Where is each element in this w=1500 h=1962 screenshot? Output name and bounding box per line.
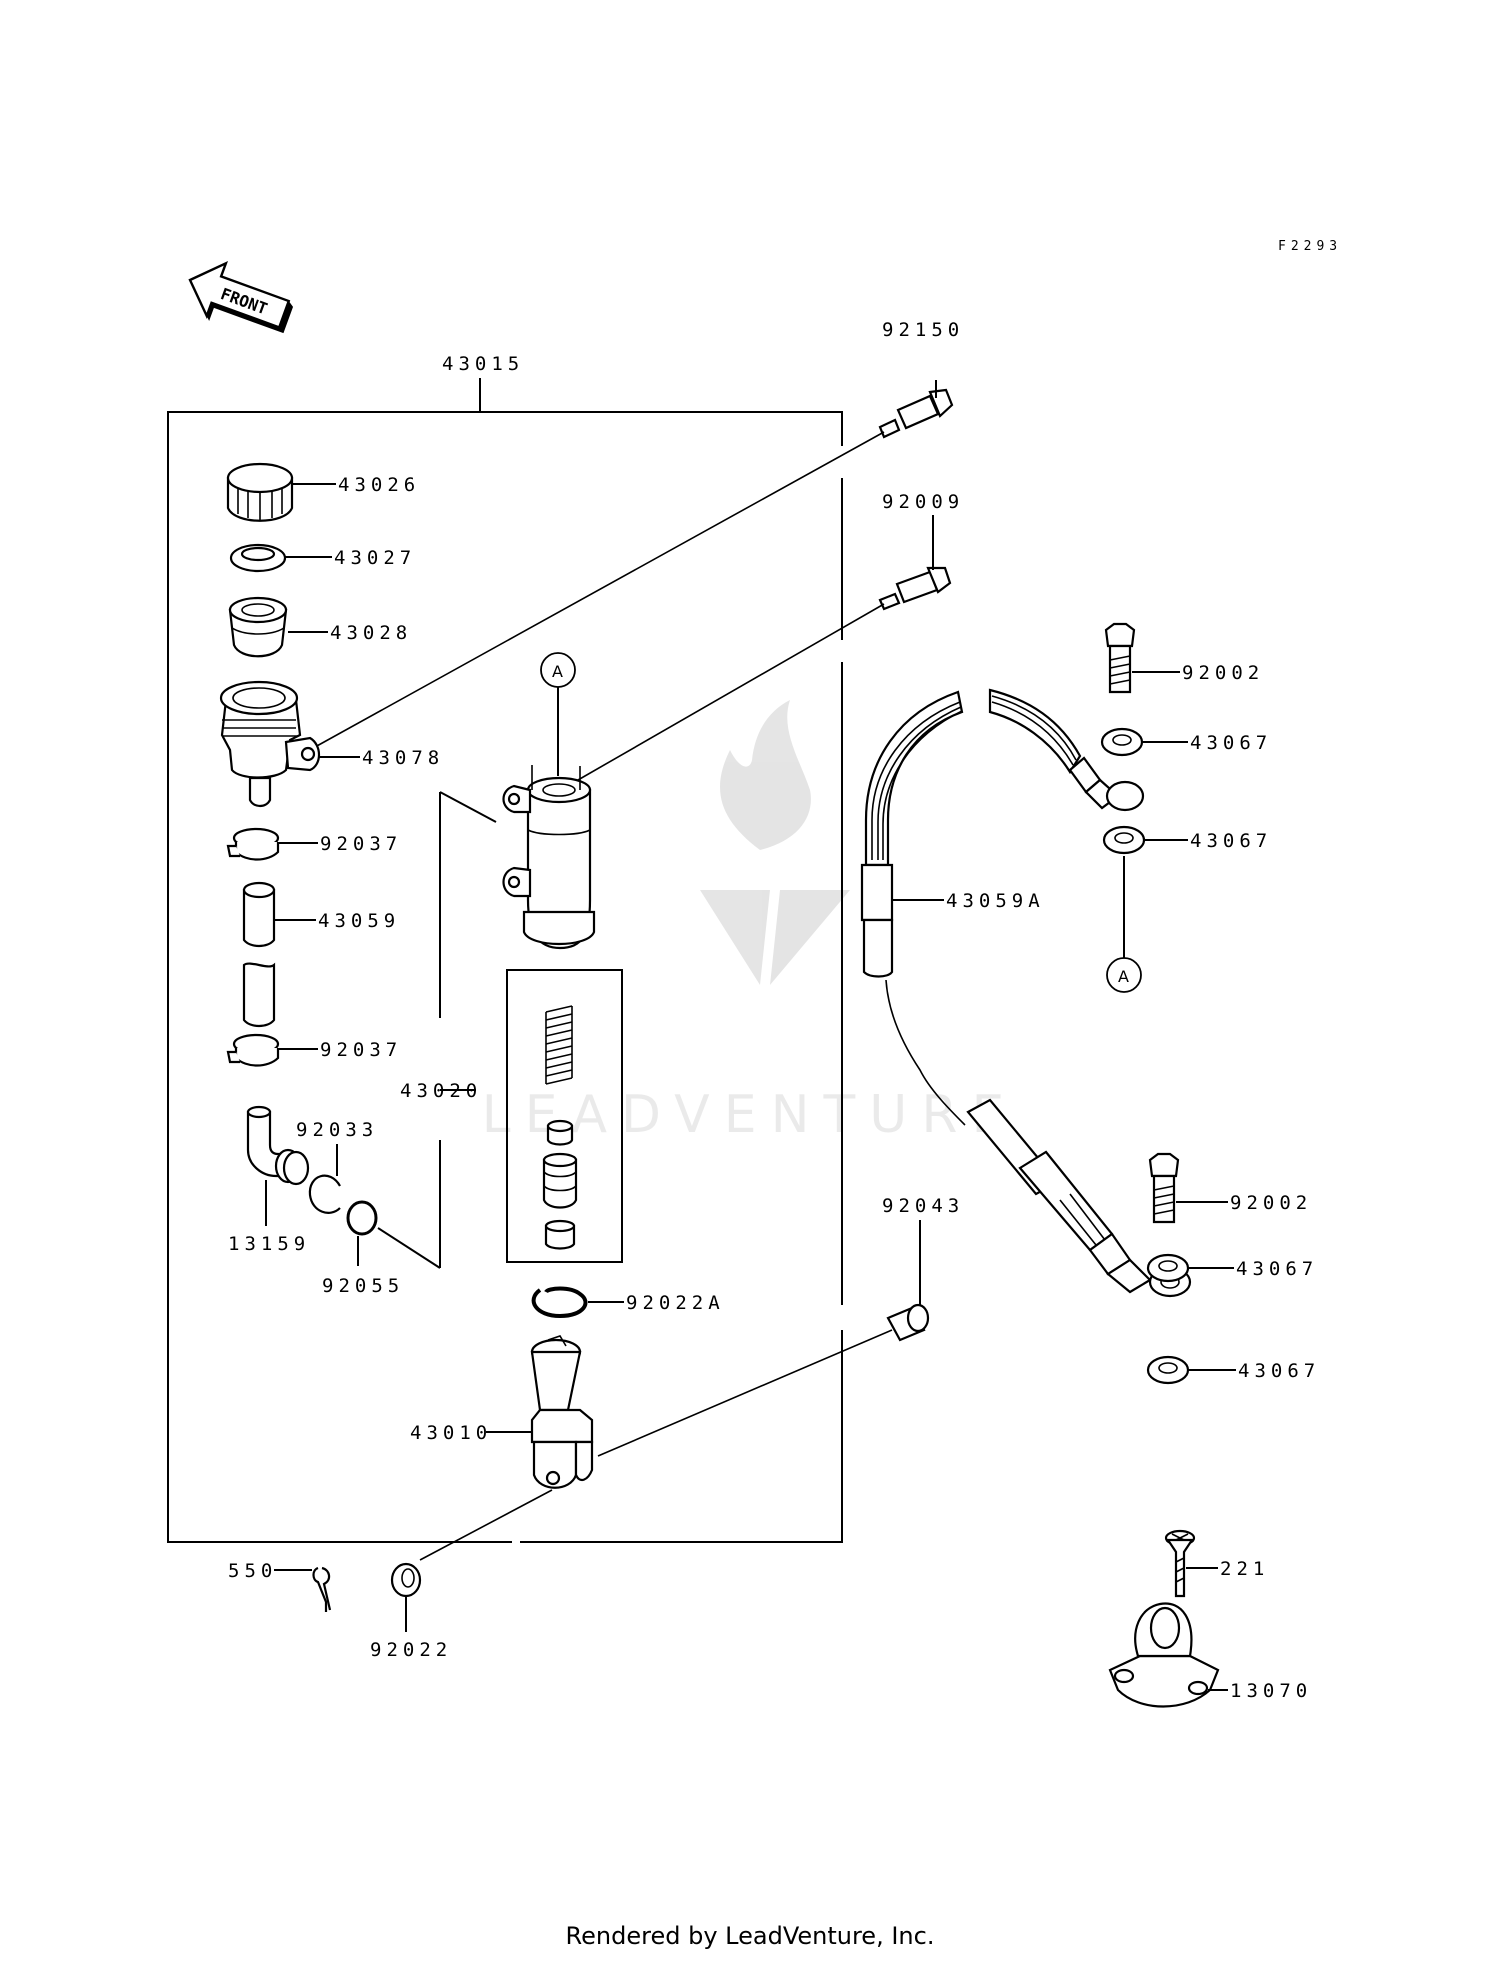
- svg-text:A: A: [552, 662, 563, 681]
- circlip-92033: [308, 1174, 341, 1214]
- reservoir-43078: [219, 680, 321, 808]
- part-label-13159: 13159: [228, 1233, 310, 1255]
- part-label-92055: 92055: [322, 1275, 404, 1297]
- part-label-92043: 92043: [882, 1195, 964, 1217]
- clevis-pin-92043: [886, 1303, 930, 1342]
- part-label-92009: 92009: [882, 491, 964, 513]
- guide-13070: [1108, 1602, 1220, 1708]
- bolt-92009: [878, 566, 952, 611]
- part-label-550: 550: [228, 1560, 277, 1582]
- diaphragm-43028: [228, 596, 288, 658]
- part-label-43067-b: 43067: [1190, 830, 1272, 852]
- washer-43067-a: [1100, 727, 1144, 757]
- primary-cup-icon: [546, 1119, 574, 1146]
- part-label-221: 221: [1220, 1558, 1269, 1580]
- o-ring-92055: [346, 1200, 378, 1236]
- elbow-fitting-13159: [246, 1105, 310, 1186]
- watermark-logo: [700, 700, 850, 985]
- part-label-43028: 43028: [330, 622, 412, 644]
- washer-92022: [390, 1562, 422, 1598]
- part-label-43078: 43078: [362, 747, 444, 769]
- push-rod-43010: [530, 1335, 594, 1489]
- washer-43067-d: [1146, 1355, 1190, 1385]
- washer-43067-b: [1102, 825, 1146, 855]
- svg-text:A: A: [1118, 967, 1129, 986]
- spring-icon: [545, 1005, 573, 1085]
- front-arrow-icon: FRONT: [188, 260, 294, 334]
- part-label-92033: 92033: [296, 1119, 378, 1141]
- banjo-bolt-92002-bottom: [1148, 1152, 1180, 1224]
- part-label-92002-top: 92002: [1182, 662, 1264, 684]
- hose-clamp-92037-bottom: [226, 1033, 280, 1067]
- hose-43059: [242, 881, 276, 1028]
- part-label-13070: 13070: [1230, 1680, 1312, 1702]
- part-label-92002-bottom: 92002: [1230, 1192, 1312, 1214]
- washer-43067-c: [1146, 1253, 1190, 1283]
- part-label-92150: 92150: [882, 319, 964, 341]
- callout-a-right: A: [1106, 957, 1142, 993]
- diaphragm-plate-43027: [229, 543, 287, 573]
- secondary-cup-icon: [544, 1219, 576, 1250]
- part-label-92037-top: 92037: [320, 833, 402, 855]
- callout-a-top: A: [540, 652, 576, 688]
- part-label-43059: 43059: [318, 910, 400, 932]
- part-label-43067-a: 43067: [1190, 732, 1272, 754]
- part-label-92037-bottom: 92037: [320, 1039, 402, 1061]
- piston-kit-bracket: [439, 791, 497, 1268]
- part-label-43067-c: 43067: [1236, 1258, 1318, 1280]
- circlip-92022A: [531, 1286, 588, 1319]
- master-cylinder-body: [502, 765, 596, 950]
- bolt-92150: [878, 388, 954, 439]
- piston-kit-box: [506, 969, 623, 1263]
- reservoir-cap-43026: [226, 462, 294, 522]
- assembly-box: [167, 378, 843, 1543]
- cotter-pin-550: [312, 1566, 332, 1612]
- part-label-43020: 43020: [400, 1080, 482, 1102]
- banjo-bolt-92002-top: [1104, 622, 1136, 694]
- part-label-92022: 92022: [370, 1639, 452, 1661]
- part-label-43067-d: 43067: [1238, 1360, 1320, 1382]
- drawing-code: F2293: [1278, 239, 1342, 254]
- part-label-43027: 43027: [334, 547, 416, 569]
- part-label-43010: 43010: [410, 1422, 492, 1444]
- footer-credit: Rendered by LeadVenture, Inc.: [565, 1922, 935, 1950]
- part-label-43015: 43015: [442, 353, 524, 375]
- screw-221: [1164, 1529, 1196, 1598]
- part-label-92022A: 92022A: [626, 1292, 725, 1314]
- part-label-43059A: 43059A: [946, 890, 1045, 912]
- part-label-43026: 43026: [338, 474, 420, 496]
- hose-clamp-92037-top: [226, 827, 280, 861]
- piston-icon: [542, 1152, 578, 1209]
- brake-hose-43059A: [860, 688, 1192, 1298]
